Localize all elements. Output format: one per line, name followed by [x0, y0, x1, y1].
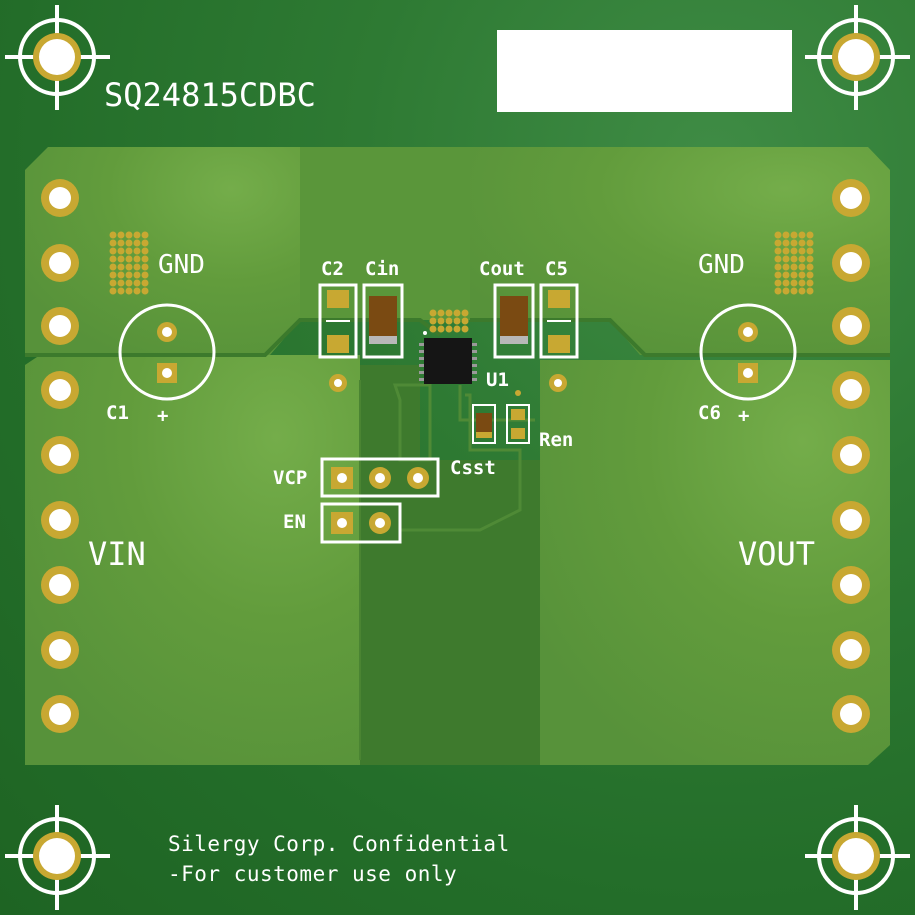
via-array-left — [109, 231, 149, 295]
label-blank-box — [497, 30, 792, 112]
gnd-pour-right — [470, 147, 890, 355]
vout-pour — [540, 360, 890, 765]
c6-label: C6 — [698, 402, 721, 424]
c5-label: C5 — [545, 258, 568, 280]
mounting-hole-bottom-left — [5, 805, 110, 910]
capacitor-cin — [362, 283, 404, 359]
right-edge-pads — [832, 179, 870, 733]
ren-label: Ren — [539, 429, 574, 451]
capacitor-cout — [493, 283, 535, 359]
resistor-ren — [506, 390, 530, 444]
vout-label: VOUT — [738, 535, 816, 573]
via-array-right — [774, 231, 814, 295]
mounting-hole-top-right — [805, 5, 910, 110]
capacitor-c5-footprint — [539, 283, 579, 359]
capacitor-c6 — [699, 303, 797, 401]
vcp-label: VCP — [273, 467, 308, 489]
gnd-label-right: GND — [698, 250, 745, 280]
u1-label: U1 — [486, 369, 509, 391]
confidential-notice-line1: Silergy Corp. Confidential — [168, 832, 510, 856]
capacitor-csst — [472, 404, 496, 444]
en-header — [320, 502, 402, 544]
en-label: EN — [283, 511, 306, 533]
mounting-hole-top-left — [5, 5, 110, 110]
gnd-pour-left — [25, 147, 300, 355]
vcp-header — [320, 457, 440, 498]
gnd-label-left: GND — [158, 250, 205, 280]
cin-label: Cin — [365, 258, 400, 280]
center-top-pour — [300, 147, 470, 320]
vin-pour — [25, 355, 360, 765]
c1-plus-label: + — [157, 405, 169, 427]
left-edge-pads — [41, 179, 79, 733]
vin-label: VIN — [88, 535, 146, 573]
capacitor-c1 — [118, 303, 216, 401]
cout-label: Cout — [479, 258, 525, 280]
mounting-hole-bottom-right — [805, 805, 910, 910]
confidential-notice-line2: -For customer use only — [168, 862, 458, 886]
c1-label: C1 — [106, 402, 129, 424]
board-title: SQ24815CDBC — [104, 76, 316, 114]
c2-label: C2 — [321, 258, 344, 280]
c6-plus-label: + — [738, 405, 750, 427]
center-pour — [360, 365, 540, 765]
csst-label: Csst — [450, 457, 496, 479]
ic-u1 — [419, 331, 477, 384]
capacitor-c2-footprint — [318, 283, 358, 359]
via-array-center — [429, 309, 469, 333]
